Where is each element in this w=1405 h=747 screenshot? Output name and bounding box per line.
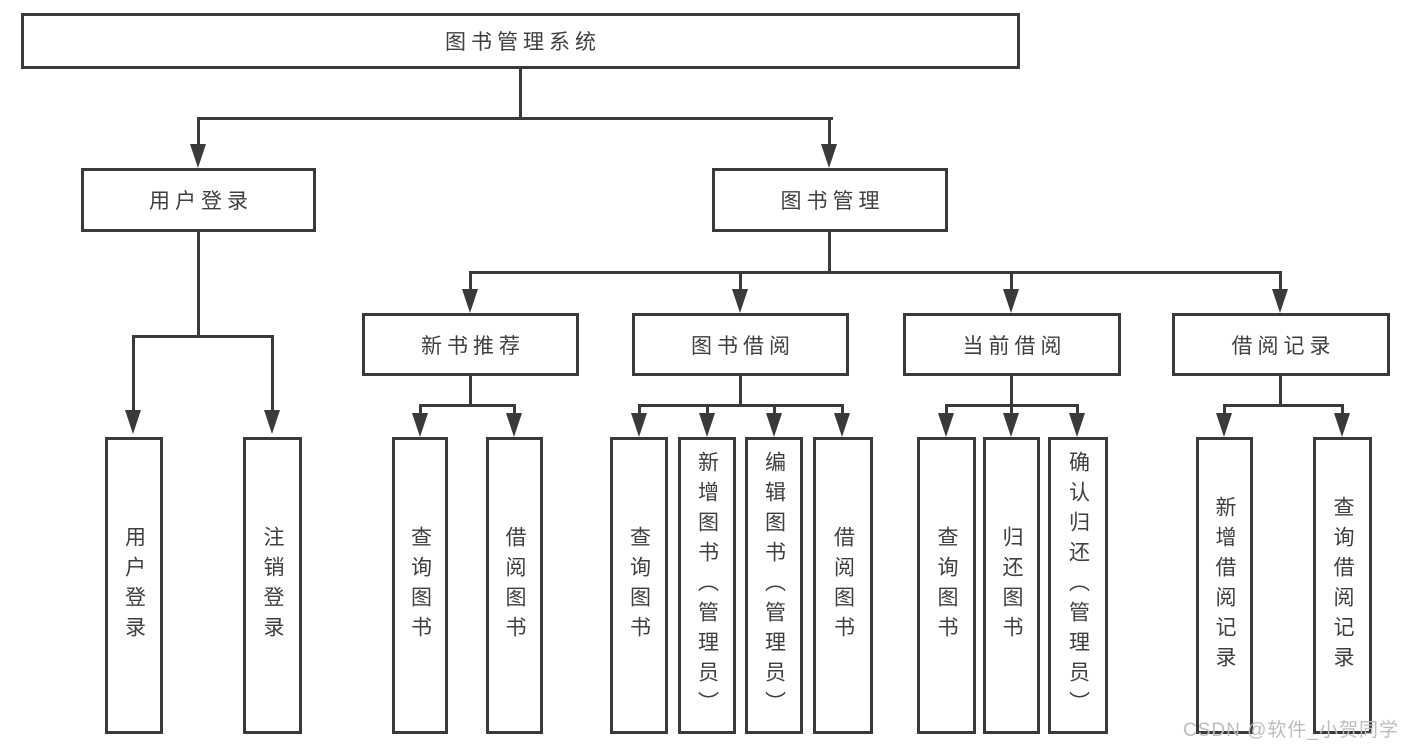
connector-line xyxy=(638,404,844,407)
node-label: 新增图书（管理员） xyxy=(695,450,719,721)
node-leaf-borrow-edit-book: 编辑图书（管理员） xyxy=(745,437,803,734)
connector-line xyxy=(1010,404,1013,416)
connector-line xyxy=(519,68,522,120)
node-label: 查询图书 xyxy=(627,525,651,646)
connector-line xyxy=(638,404,641,416)
node-leaf-user-login: 用户登录 xyxy=(105,437,163,734)
arrow-down-icon xyxy=(1003,289,1019,313)
arrow-down-icon xyxy=(1272,289,1288,313)
node-leaf-current-confirm-return: 确认归还（管理员） xyxy=(1048,437,1108,734)
node-label: 用户登录 xyxy=(149,190,253,213)
arrow-down-icon xyxy=(125,410,141,434)
node-book-management: 图书管理 xyxy=(712,168,948,232)
node-leaf-logout: 注销登录 xyxy=(243,437,302,734)
node-label: 图书管理 xyxy=(780,190,885,213)
node-leaf-recommend-query-book: 查询图书 xyxy=(392,437,448,734)
connector-line xyxy=(1223,404,1344,407)
node-leaf-record-add: 新增借阅记录 xyxy=(1196,437,1253,734)
node-label: 确认归还（管理员） xyxy=(1066,450,1090,721)
node-label: 查询图书 xyxy=(935,525,958,646)
node-label: 编辑图书（管理员） xyxy=(762,450,786,721)
node-label: 借阅记录 xyxy=(1231,334,1336,358)
connector-line xyxy=(1341,404,1344,416)
node-label: 图书管理系统 xyxy=(445,31,601,54)
connector-line xyxy=(197,232,200,337)
arrow-down-icon xyxy=(1003,413,1019,437)
connector-line xyxy=(706,404,709,416)
connector-line xyxy=(271,335,274,411)
node-leaf-borrow-query-book: 查询图书 xyxy=(610,437,668,734)
connector-line xyxy=(197,117,833,120)
connector-line xyxy=(513,404,516,416)
connector-line xyxy=(1279,271,1282,291)
arrow-down-icon xyxy=(766,413,782,437)
arrow-down-icon xyxy=(821,144,837,168)
connector-line xyxy=(469,271,472,291)
node-current-borrow: 当前借阅 xyxy=(903,313,1121,376)
node-user-login: 用户登录 xyxy=(81,168,316,232)
connector-line xyxy=(773,404,776,416)
connector-line xyxy=(469,376,472,407)
node-label: 归还图书 xyxy=(1000,525,1023,646)
connector-line xyxy=(828,232,831,274)
node-borrow-record: 借阅记录 xyxy=(1172,313,1390,376)
arrow-down-icon xyxy=(1334,413,1350,437)
node-leaf-current-query-book: 查询图书 xyxy=(917,437,976,734)
connector-line xyxy=(419,404,516,407)
node-label: 借阅图书 xyxy=(831,525,855,646)
connector-line xyxy=(828,117,831,147)
node-label: 新增借阅记录 xyxy=(1213,495,1236,676)
connector-line xyxy=(197,117,200,147)
node-leaf-recommend-borrow-book: 借阅图书 xyxy=(486,437,543,734)
connector-line xyxy=(469,271,1282,274)
connector-line xyxy=(1279,376,1282,407)
node-library-system: 图书管理系统 xyxy=(21,13,1020,69)
node-leaf-current-return-book: 归还图书 xyxy=(983,437,1040,734)
connector-line xyxy=(1010,271,1013,291)
connector-line xyxy=(419,404,422,416)
arrow-down-icon xyxy=(506,413,522,437)
node-label: 用户登录 xyxy=(122,525,146,646)
node-label: 查询图书 xyxy=(408,525,432,646)
arrow-down-icon xyxy=(732,289,748,313)
node-leaf-borrow-add-book: 新增图书（管理员） xyxy=(678,437,736,734)
arrow-down-icon xyxy=(264,410,280,434)
connector-line xyxy=(739,271,742,291)
connector-line xyxy=(841,404,844,416)
arrow-down-icon xyxy=(190,144,206,168)
arrow-down-icon xyxy=(834,413,850,437)
connector-line xyxy=(1010,376,1013,407)
arrow-down-icon xyxy=(938,413,954,437)
arrow-down-icon xyxy=(1216,413,1232,437)
node-new-book-recommend: 新书推荐 xyxy=(362,313,579,376)
arrow-down-icon xyxy=(1069,413,1085,437)
node-label: 注销登录 xyxy=(261,525,284,646)
arrow-down-icon xyxy=(631,413,647,437)
connector-line xyxy=(1223,404,1226,416)
connector-line xyxy=(1076,404,1079,416)
connector-line xyxy=(945,404,948,416)
node-label: 新书推荐 xyxy=(421,334,525,358)
connector-line xyxy=(132,335,135,411)
node-label: 查询借阅记录 xyxy=(1331,495,1354,676)
watermark: CSDN @软件_小贺同学 xyxy=(1183,720,1399,741)
connector-line xyxy=(132,335,274,338)
connector-line xyxy=(739,376,742,407)
arrow-down-icon xyxy=(412,413,428,437)
arrow-down-icon xyxy=(462,289,478,313)
arrow-down-icon xyxy=(699,413,715,437)
node-label: 借阅图书 xyxy=(503,525,526,646)
node-label: 图书借阅 xyxy=(691,334,795,358)
node-book-borrow: 图书借阅 xyxy=(632,313,849,376)
node-leaf-borrow-borrow-book: 借阅图书 xyxy=(813,437,873,734)
node-leaf-record-query: 查询借阅记录 xyxy=(1313,437,1372,734)
node-label: 当前借阅 xyxy=(962,334,1067,358)
